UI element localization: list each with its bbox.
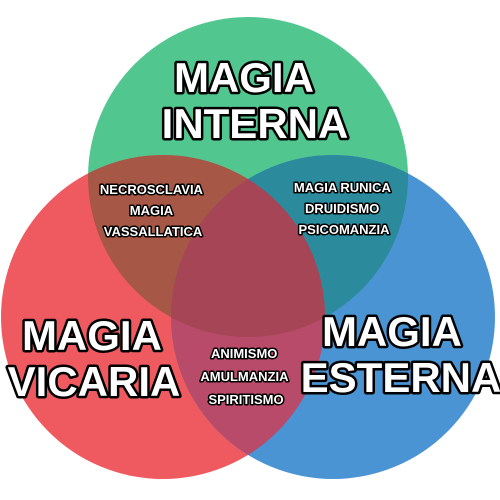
list-interna-vicaria: NECROSCLAVIA MAGIA VASSALLATICA (100, 182, 206, 239)
list-vicaria-esterna: ANIMISMO AMULMANZIA SPIRITISMO (200, 346, 291, 407)
label-magia-esterna: MAGIA ESTERNA (301, 308, 500, 401)
overlap-center (171, 155, 325, 337)
label-magia-vicaria: MAGIA VICARIA (8, 312, 181, 405)
list-interna-esterna: MAGIA RUNICA DRUIDISMO PSICOMANZIA (294, 180, 394, 237)
label-magia-interna: MAGIA INTERNA (162, 54, 349, 147)
